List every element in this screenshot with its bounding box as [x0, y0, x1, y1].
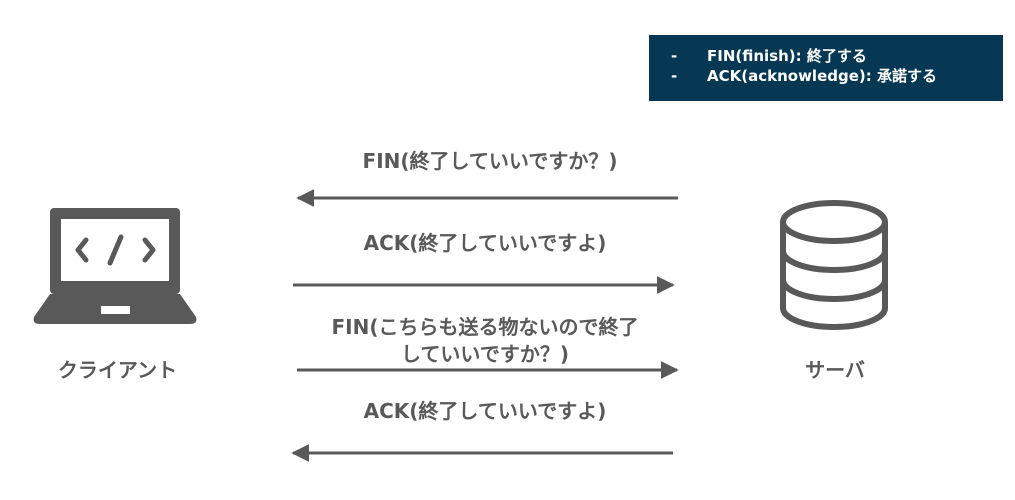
message-fin-from-client: FIN(こちらも送る物ないので終了 していいですか？): [290, 314, 680, 368]
message-line: FIN(終了していいですか？): [362, 149, 618, 173]
legend-text: FIN(finish): 終了する: [707, 47, 867, 65]
message-line: ACK(終了していいですよ): [363, 231, 607, 255]
server-label: サーバ: [805, 358, 865, 382]
message-ack-from-server: ACK(終了していいですよ): [290, 398, 680, 425]
legend-item-ack: - ACK(acknowledge): 承諾する: [671, 66, 1003, 86]
message-ack-from-client: ACK(終了していいですよ): [290, 230, 680, 257]
legend-box: - FIN(finish): 終了する - ACK(acknowledge): …: [649, 35, 1003, 101]
message-line: ACK(終了していいですよ): [363, 399, 607, 423]
client-label: クライアント: [57, 358, 178, 382]
message-line: していいですか？): [401, 342, 569, 366]
legend-text: ACK(acknowledge): 承諾する: [707, 67, 937, 85]
database-icon: [780, 200, 888, 330]
legend-item-fin: - FIN(finish): 終了する: [671, 46, 1003, 66]
legend-bullet: -: [671, 47, 678, 65]
laptop-code-icon: [33, 208, 197, 324]
legend-bullet: -: [671, 67, 678, 85]
message-fin-from-server: FIN(終了していいですか？): [290, 148, 690, 175]
message-line: FIN(こちらも送る物ないので終了: [331, 315, 639, 339]
